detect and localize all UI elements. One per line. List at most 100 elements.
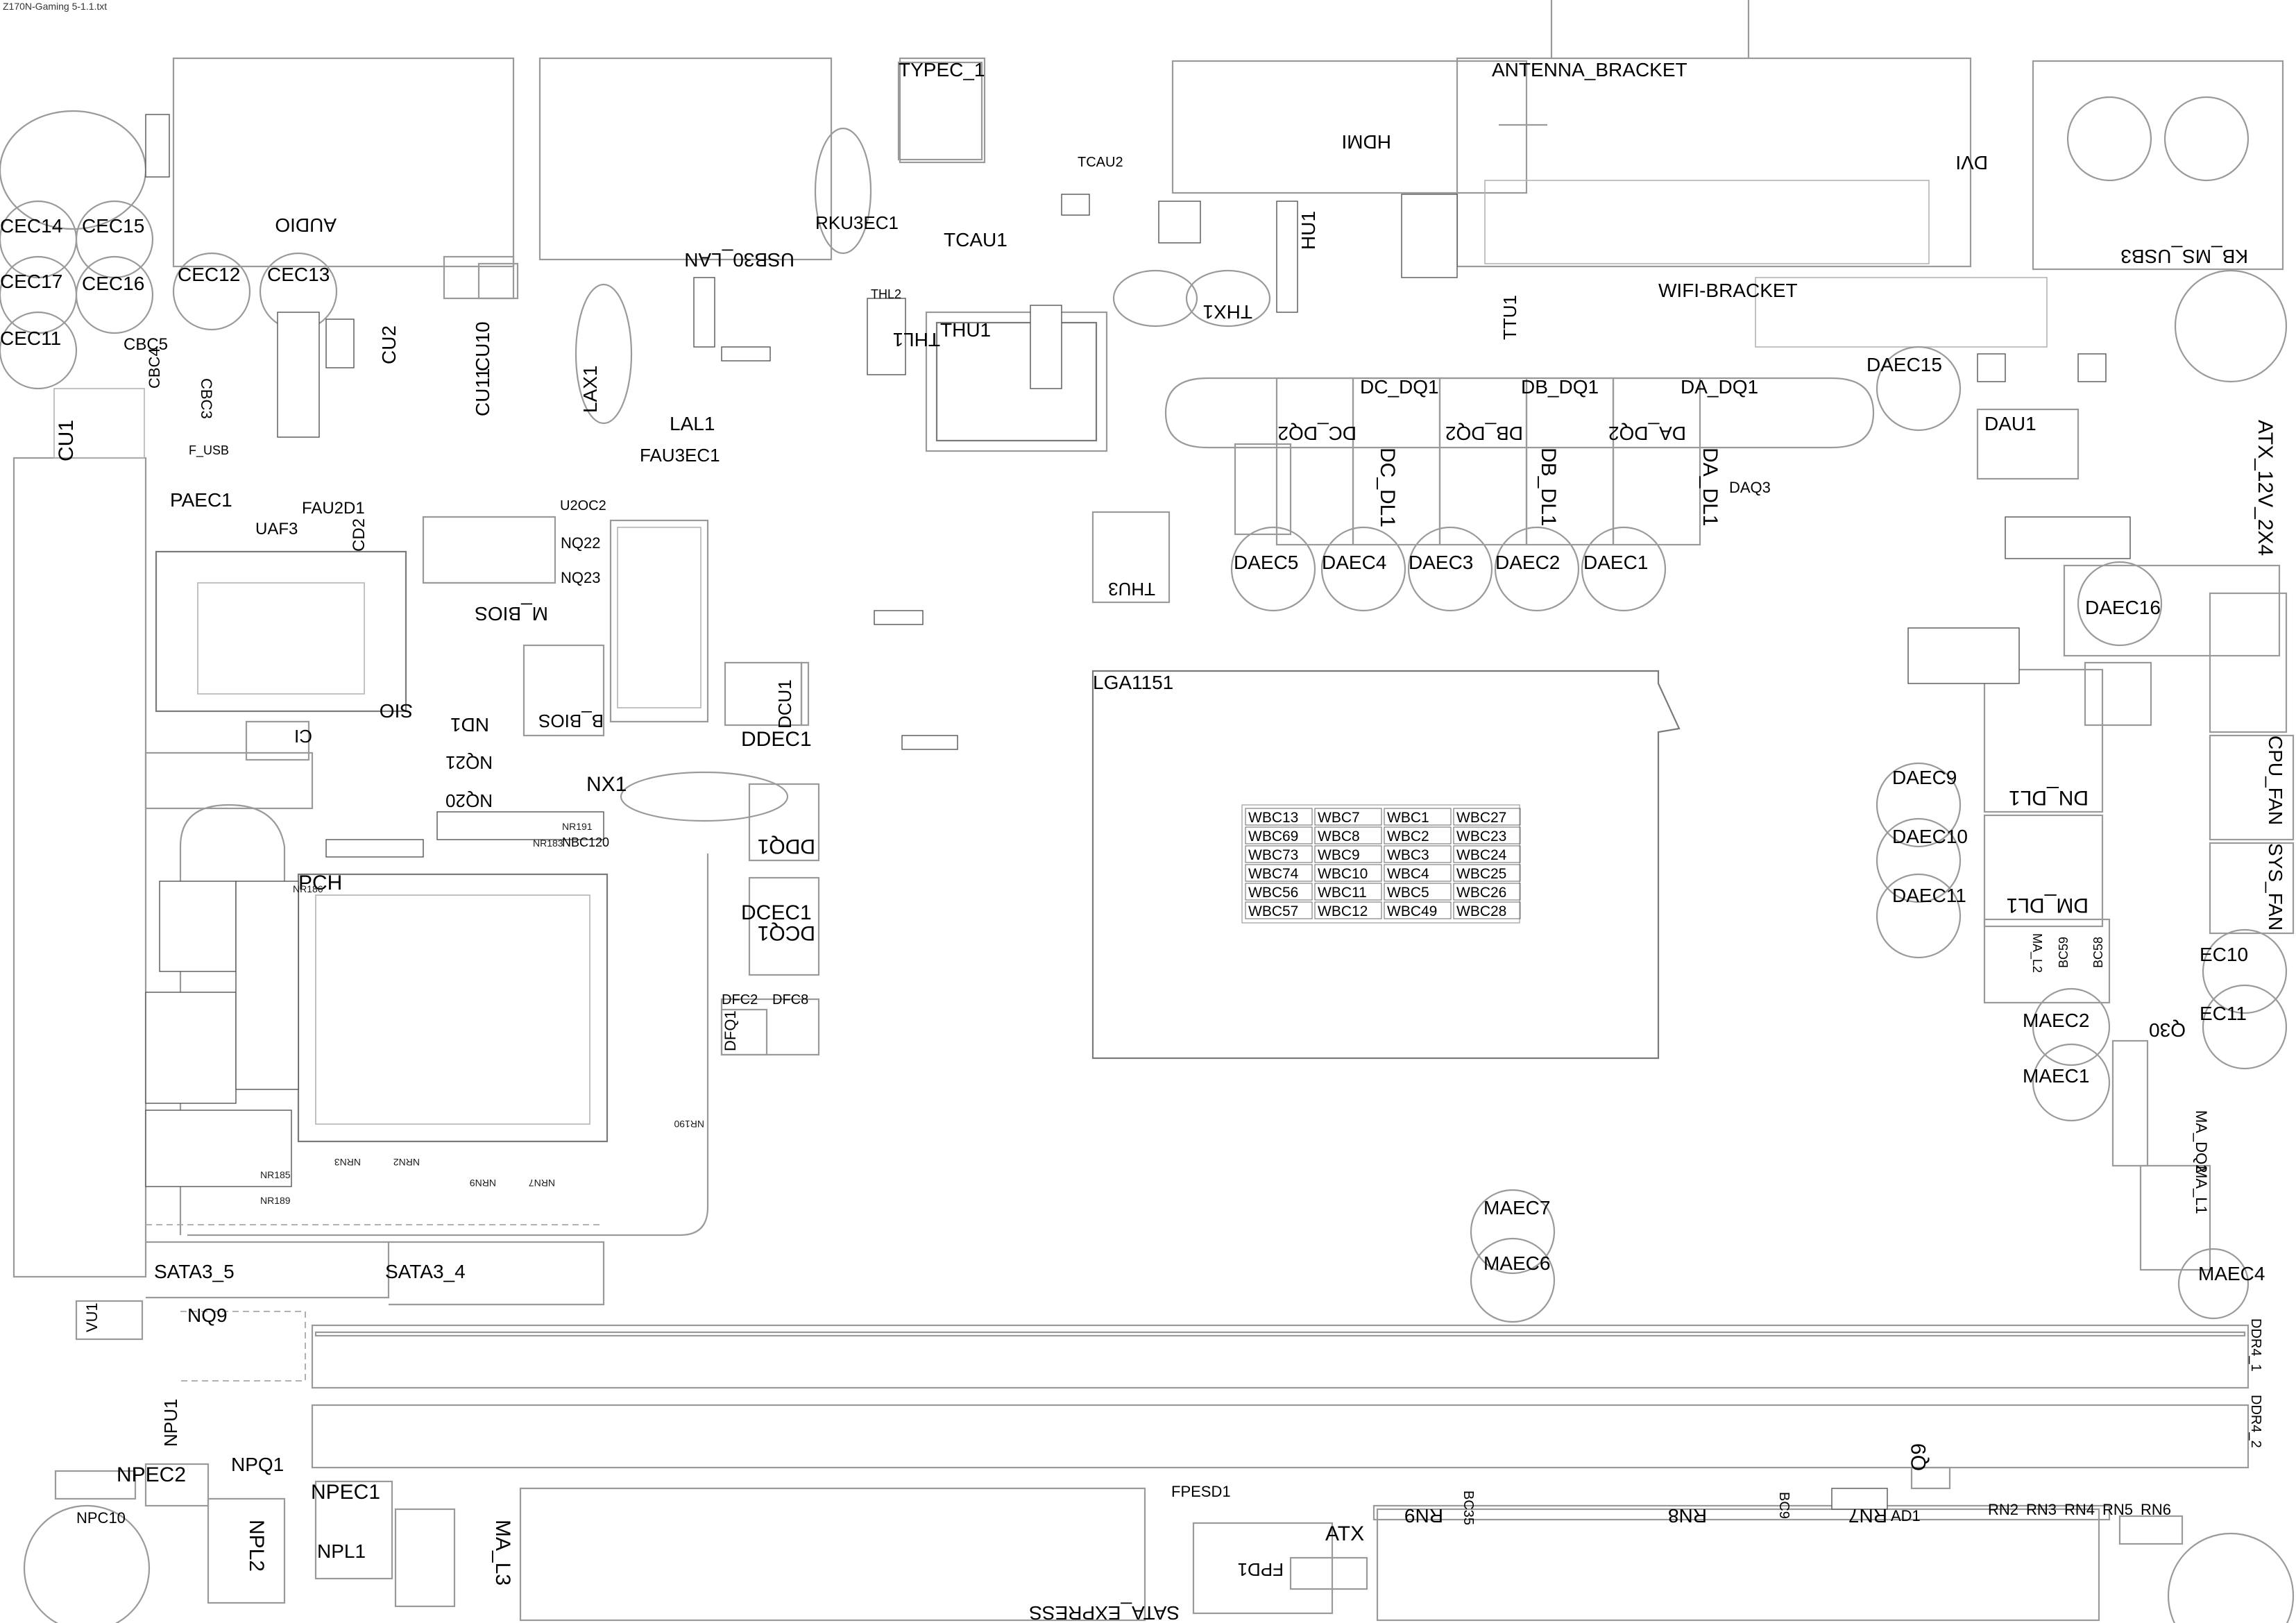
label-dvi: DVI (1955, 152, 1988, 173)
label-dcq1: DCQ1 (758, 921, 815, 944)
label-daec3: DAEC3 (1409, 552, 1473, 573)
label-sys-fan: SYS_FAN (2265, 843, 2286, 931)
label-b-bios: B_BIOS (538, 711, 604, 731)
label-antenna: ANTENNA_BRACKET (1492, 59, 1687, 80)
label-ddq1: DDQ1 (758, 835, 815, 858)
wbc-label: WBC27 (1456, 810, 1506, 826)
wbc-pad (1314, 826, 1382, 844)
label-nr186: NR186 (293, 883, 323, 894)
wbc-label: WBC23 (1456, 829, 1506, 844)
label-dfc8: DFC8 (772, 992, 808, 1008)
wbc-pad (1453, 845, 1521, 863)
label-daec9: DAEC9 (1892, 767, 1957, 788)
label-fpesd1: FPESD1 (1171, 1483, 1231, 1500)
label-cec12: CEC12 (178, 264, 240, 285)
wbc-pad (1314, 845, 1382, 863)
label-cec16: CEC16 (82, 273, 144, 294)
label-maec6: MAEC6 (1483, 1252, 1550, 1274)
label-da-dq2: DA_DQ2 (1608, 423, 1686, 444)
label-typec: TYPEC_1 (899, 59, 985, 80)
label-cec15: CEC15 (82, 215, 144, 237)
label-bc35: BC35 (1461, 1490, 1476, 1525)
label-rn5: RN5 (2102, 1501, 2133, 1518)
label-dau1: DAU1 (1984, 413, 2036, 434)
label-dfc2: DFC2 (722, 992, 758, 1008)
label-nq22: NQ22 (561, 534, 600, 552)
label-sata3-4: SATA3_4 (385, 1261, 466, 1282)
wbc-pad (1384, 808, 1452, 826)
label-rn2: RN2 (1988, 1501, 2018, 1518)
label-daec10: DAEC10 (1892, 826, 1968, 847)
label-rn8: RN8 (1668, 1505, 1707, 1527)
label-nq20: NQ20 (445, 790, 493, 811)
wbc-label: WBC2 (1387, 829, 1429, 844)
wbc-label: WBC9 (1318, 847, 1360, 863)
label-kb-ms-usb3: KB_MS_USB3 (2120, 246, 2248, 267)
label-daec5: DAEC5 (1234, 552, 1298, 573)
label-maec4: MAEC4 (2198, 1263, 2265, 1284)
label-npu1: NPU1 (160, 1399, 181, 1447)
label-q30: Q30 (2149, 1019, 2186, 1041)
wbc-label: WBC5 (1387, 885, 1429, 901)
label-nrn9: NRN9 (470, 1178, 496, 1189)
label-maec1: MAEC1 (2023, 1065, 2089, 1087)
label-npc10: NPC10 (76, 1509, 126, 1527)
wbc-pad (1384, 883, 1452, 901)
label-ad1: AD1 (1891, 1507, 1921, 1524)
smd-pads (145, 114, 2131, 1510)
label-ddec1: DDEC1 (741, 728, 812, 751)
label-hdmi: HDMI (1341, 131, 1391, 153)
label-rn4: RN4 (2064, 1501, 2095, 1518)
label-nr183: NR183 (533, 838, 563, 849)
label-sata-express: SATA_EXPRESS (1029, 1602, 1180, 1623)
wbc-pad (1245, 845, 1313, 863)
label-ci: CI (294, 726, 312, 747)
label-hu1: HU1 (1298, 211, 1319, 250)
wbc-label: WBC25 (1456, 866, 1506, 882)
label-cec14: CEC14 (0, 215, 62, 237)
wbc-capacitor-grid: WBC13WBC69WBC73WBC74WBC56WBC57WBC7WBC8WB… (1245, 808, 1521, 919)
label-nx1: NX1 (586, 773, 627, 796)
label-da-dl1: DA_DL1 (1699, 448, 1721, 526)
label-cec13: CEC13 (267, 264, 330, 285)
wbc-pad (1245, 826, 1313, 844)
label-paec1: PAEC1 (170, 489, 232, 511)
label-npl2: NPL2 (245, 1520, 268, 1572)
wbc-label: WBC3 (1387, 847, 1429, 863)
label-dm-dl1: DM_DL1 (2007, 894, 2089, 917)
label-nd1: ND1 (450, 714, 489, 736)
label-cu11: CU11 (472, 368, 493, 416)
wbc-label: WBC49 (1387, 903, 1437, 919)
wbc-pad (1453, 883, 1521, 901)
wbc-pad (1245, 864, 1313, 882)
label-ma-dq2: MA_DQ2 (2193, 1110, 2210, 1173)
wbc-label: WBC69 (1248, 829, 1298, 844)
label-rn9: RN9 (1404, 1505, 1443, 1527)
label-dc-dl1: DC_DL1 (1376, 448, 1399, 527)
label-dcu1: DCU1 (774, 679, 795, 729)
label-nrn7: NRN7 (529, 1178, 555, 1189)
wbc-pad (1453, 826, 1521, 844)
label-daec2: DAEC2 (1495, 552, 1560, 573)
label-sio: SIO (380, 700, 413, 722)
label-daec4: DAEC4 (1322, 552, 1386, 573)
component-labels: TYPEC_1 ANTENNA_BRACKET HDMI DVI AUDIO U… (0, 59, 2286, 1623)
label-dn-dl1: DN_DL1 (2009, 786, 2089, 809)
label-npec2: NPEC2 (117, 1463, 186, 1486)
label-da-dq1: DA_DQ1 (1681, 376, 1758, 398)
label-fau2d1: FAU2D1 (302, 499, 365, 518)
label-m-bios: M_BIOS (475, 603, 548, 624)
label-nq23: NQ23 (561, 569, 600, 586)
wbc-pad (1314, 883, 1382, 901)
wbc-pad (1245, 883, 1313, 901)
wbc-label: WBC8 (1318, 829, 1360, 844)
label-fau3ec1: FAU3EC1 (640, 445, 720, 466)
label-thl2: THL2 (871, 287, 901, 301)
label-sata3-5: SATA3_5 (154, 1261, 235, 1282)
wbc-label: WBC13 (1248, 810, 1298, 826)
wbc-label: WBC73 (1248, 847, 1298, 863)
label-thu3: THU3 (1108, 579, 1155, 600)
label-daq3: DAQ3 (1729, 479, 1771, 496)
wbc-label: WBC10 (1318, 866, 1368, 882)
